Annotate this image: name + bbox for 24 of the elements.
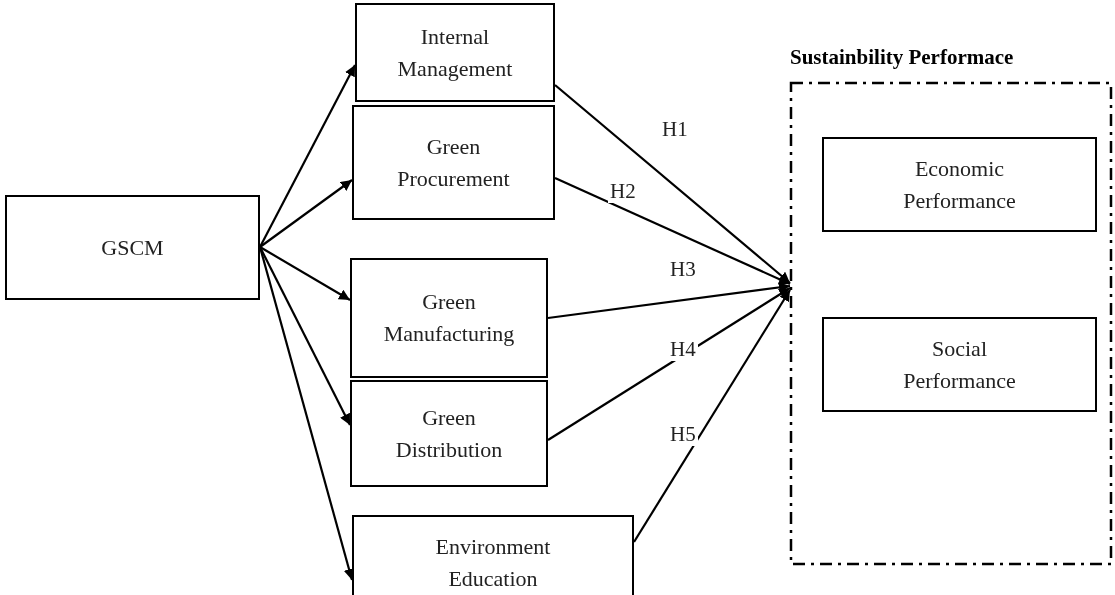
- construct-box: [355, 3, 555, 102]
- box-label: Environment Education: [434, 532, 552, 593]
- construct-box: [5, 195, 260, 300]
- arrow: [259, 246, 351, 301]
- box-label: Economic Performance: [902, 154, 1017, 215]
- box-label: Green Manufacturing: [382, 288, 516, 348]
- box-label: Green Procurement: [396, 132, 511, 193]
- arrow: [547, 282, 791, 320]
- box-label: GSCM: [101, 233, 164, 262]
- construct-box: [350, 258, 548, 378]
- arrow: [547, 287, 791, 441]
- construct-box: [352, 105, 555, 220]
- construct-box: [822, 137, 1097, 232]
- arrow: [554, 177, 791, 285]
- group-heading: Sustainbility Performace: [790, 45, 1014, 70]
- arrow: [259, 179, 353, 248]
- arrow: [554, 84, 791, 284]
- box-label: Green Distribution: [394, 403, 504, 464]
- arrow: [633, 289, 791, 543]
- construct-box: [350, 380, 548, 487]
- box-label: Social Performance: [902, 334, 1017, 395]
- construct-box: [352, 515, 634, 595]
- construct-box: [822, 317, 1097, 412]
- box-label: Internal Management: [396, 22, 514, 83]
